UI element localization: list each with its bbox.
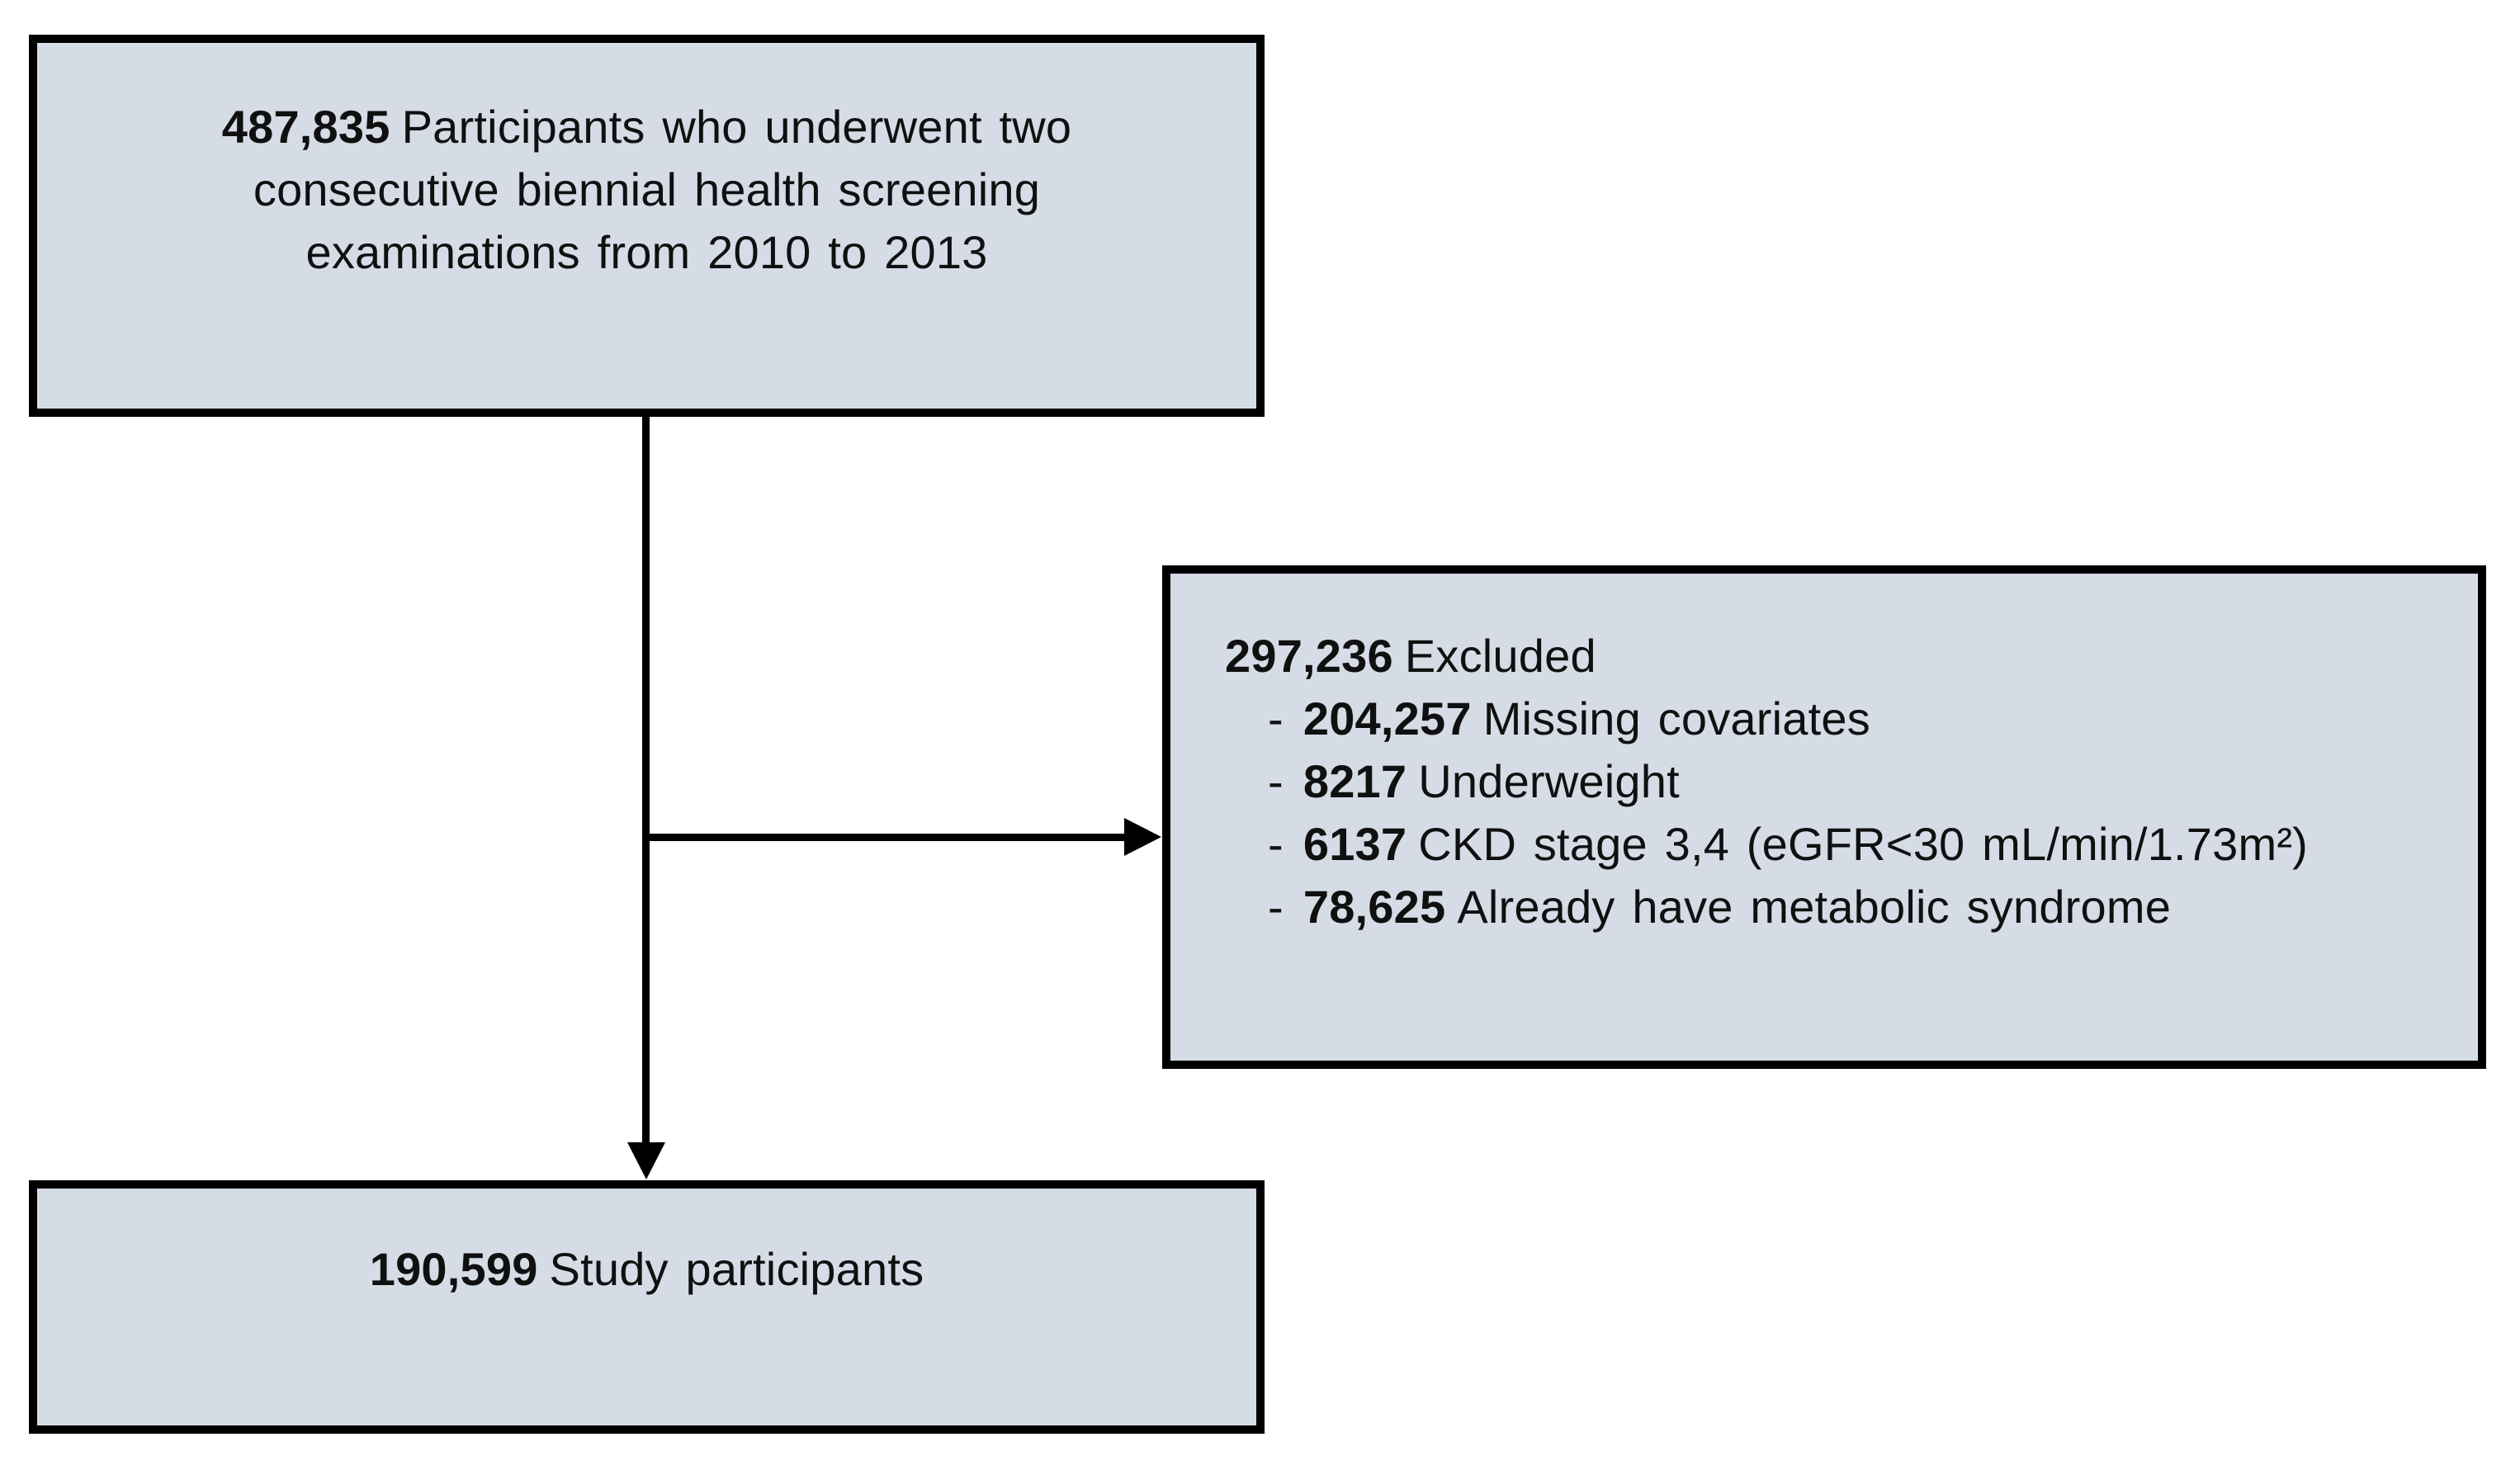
excluded-item-bullet: - (1268, 692, 1284, 744)
study-participants-count: 190,599 (369, 1243, 538, 1295)
excluded-item-bullet: - (1268, 755, 1284, 807)
source-population-count: 487,835 (221, 101, 390, 153)
excluded-label: Excluded (1404, 630, 1596, 682)
arrow-right-icon (1124, 818, 1161, 856)
excluded-item-label: CKD stage 3,4 (eGFR<30 mL/min/1.73m²) (1418, 818, 2309, 870)
connector-vertical-line (642, 413, 650, 1146)
source-population-label: Participants who underwent two consecuti… (253, 101, 1072, 278)
excluded-item-bullet: - (1268, 881, 1284, 933)
connector-horizontal-line (642, 834, 1128, 841)
study-participants-label: Study participants (549, 1243, 924, 1295)
excluded-item-count: 204,257 (1303, 692, 1472, 744)
excluded-item-count: 8217 (1303, 755, 1407, 807)
excluded-item-label: Underweight (1418, 755, 1680, 807)
excluded-item-bullet: - (1268, 818, 1284, 870)
excluded-item-label: Missing covariates (1482, 692, 1870, 744)
excluded-item-count: 6137 (1303, 818, 1407, 870)
arrow-down-icon (627, 1142, 665, 1179)
excluded-count: 297,236 (1225, 630, 1393, 682)
excluded-item-label: Already have metabolic syndrome (1457, 881, 2172, 933)
excluded-item-count: 78,625 (1303, 881, 1446, 933)
